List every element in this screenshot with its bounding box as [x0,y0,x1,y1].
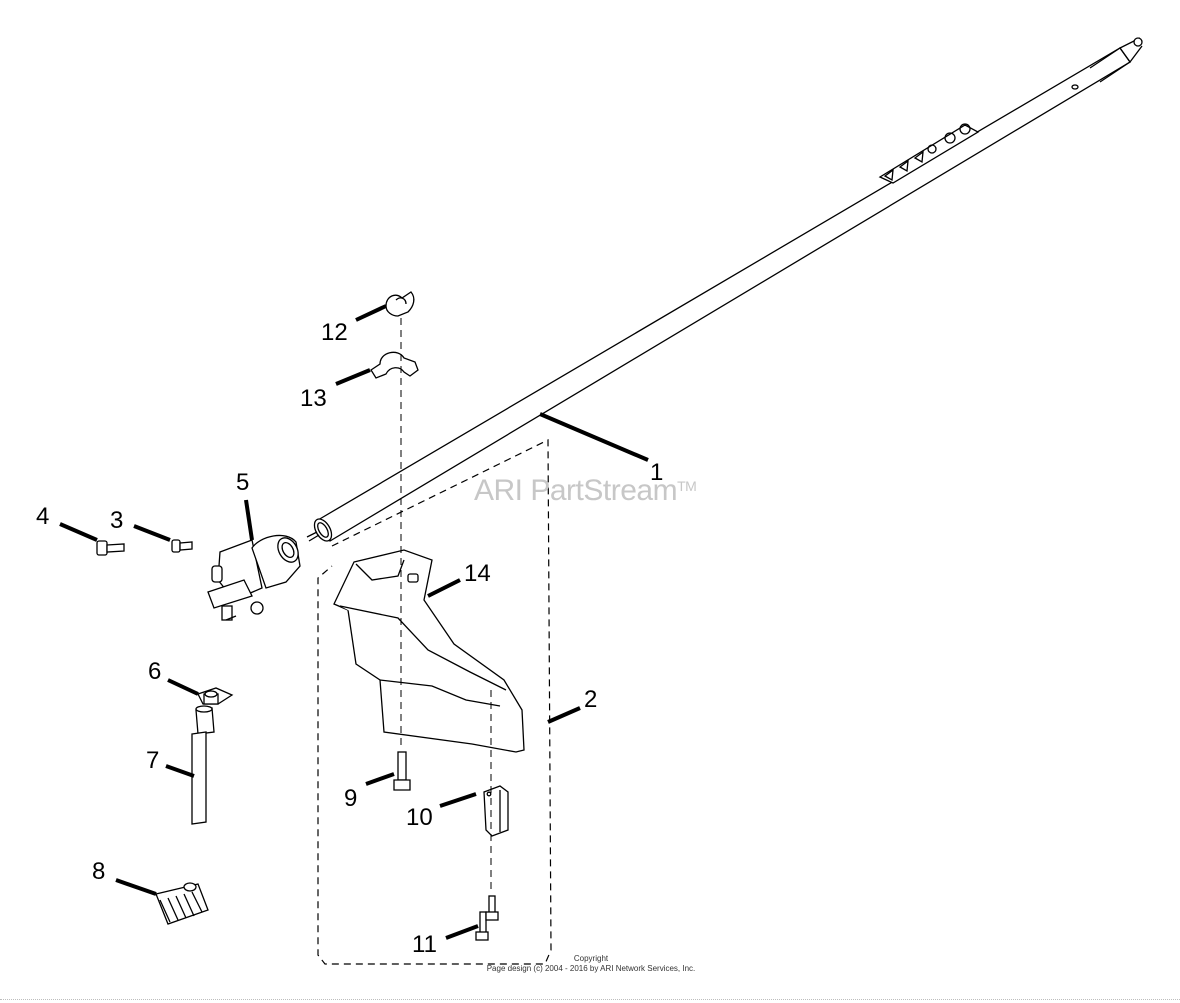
callout-7: 7 [146,747,159,774]
callout-14: 14 [464,560,491,587]
callout-8: 8 [92,858,105,885]
callout-10: 10 [406,804,433,831]
watermark: ARI PartStreamTM [474,474,697,508]
copyright-notice: Copyright Page design (c) 2004 - 2016 by… [466,954,716,974]
copyright-line-2: Page design (c) 2004 - 2016 by ARI Netwo… [486,964,696,973]
callout-2: 2 [584,686,597,713]
part-12-clamp[interactable] [385,291,415,317]
leader-lines [59,304,649,940]
part-6-nut[interactable] [197,687,234,705]
bottom-divider [0,999,1180,1001]
callout-9: 9 [344,785,357,812]
part-11-screws[interactable] [475,895,499,941]
part-8-knob[interactable] [155,882,209,925]
alignment-lines [400,318,492,890]
callout-3: 3 [110,507,123,534]
callout-1: 1 [650,459,663,486]
part-5-gear-head[interactable] [207,534,302,621]
part-4-bolt[interactable] [96,540,125,556]
callout-11: 11 [412,931,437,958]
callout-4: 4 [36,503,49,530]
part-3-screw[interactable] [171,539,193,553]
part-14-shield[interactable] [333,549,525,753]
part-10-blade[interactable] [483,785,509,837]
part-7-sleeve[interactable] [191,705,215,825]
copyright-line-1: Copyright [573,954,609,963]
part-9-screw[interactable] [393,751,411,791]
warning-decals [878,123,980,184]
part-1-shaft-tube[interactable] [306,37,1143,544]
callout-13: 13 [300,385,327,412]
callout-labels: 1 2 3 4 5 6 7 8 9 10 11 12 13 14 [36,319,663,958]
part-13-clamp[interactable] [370,351,419,379]
assembly-bracket-box [317,439,552,965]
watermark-text: ARI PartStream [474,474,678,507]
callout-6: 6 [148,658,161,685]
callout-5: 5 [236,469,249,496]
callout-12: 12 [321,319,348,346]
watermark-trademark: TM [677,478,697,494]
